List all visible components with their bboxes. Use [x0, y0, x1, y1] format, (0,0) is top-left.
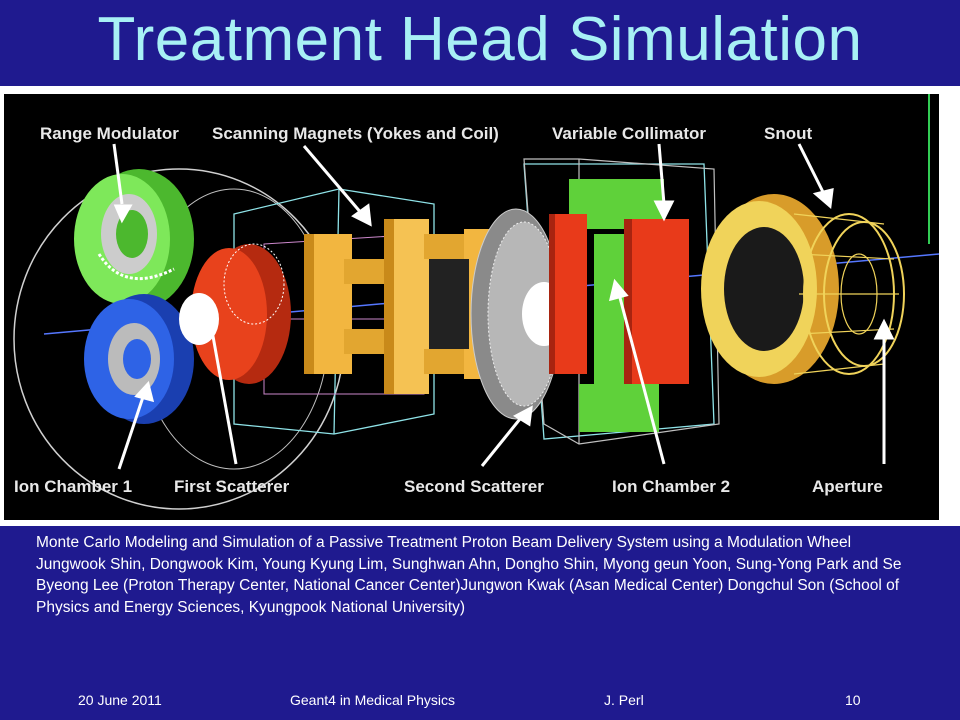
footer-event: Geant4 in Medical Physics	[290, 692, 455, 708]
title-divider	[0, 86, 960, 90]
label-ion-chamber-1: Ion Chamber 1	[14, 477, 132, 496]
label-scanning-magnets: Scanning Magnets (Yokes and Coil)	[212, 124, 499, 143]
figure-caption: Monte Carlo Modeling and Simulation of a…	[36, 534, 902, 616]
label-range-modulator: Range Modulator	[40, 124, 179, 143]
treatment-head-figure: Range Modulator Scanning Magnets (Yokes …	[4, 94, 939, 520]
treatment-head-diagram: Range Modulator Scanning Magnets (Yokes …	[13, 94, 939, 510]
first-scatterer-shape	[179, 243, 291, 384]
label-first-scatterer: First Scatterer	[174, 477, 290, 496]
callout-arrows	[112, 143, 895, 470]
slide-title: Treatment Head Simulation	[97, 5, 863, 74]
second-scatterer-shape	[470, 208, 566, 420]
footer-author: J. Perl	[604, 692, 644, 708]
footer-page-number: 10	[845, 692, 861, 708]
label-snout: Snout	[764, 124, 812, 143]
range-modulator-shape	[74, 169, 194, 309]
scanning-magnets-shape	[304, 219, 494, 394]
footer-date: 20 June 2011	[78, 692, 162, 708]
snout-shape	[701, 194, 905, 384]
ion-chamber-1-shape	[84, 294, 194, 424]
label-variable-collimator: Variable Collimator	[552, 124, 706, 143]
label-aperture: Aperture	[812, 477, 883, 496]
variable-collimator-shape	[549, 179, 689, 432]
label-second-scatterer: Second Scatterer	[404, 477, 544, 496]
label-ion-chamber-2: Ion Chamber 2	[612, 477, 730, 496]
